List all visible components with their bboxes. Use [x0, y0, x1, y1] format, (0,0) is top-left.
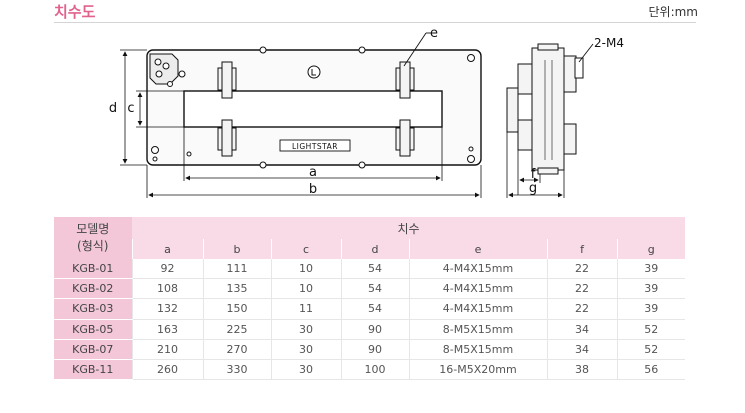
front-view — [146, 46, 482, 169]
model-cell: KGB-07 — [54, 339, 132, 360]
spec-table: 모델명 (형식) 치수 a b c d e f g KGB-01 92 111 … — [54, 217, 685, 381]
table-cell: 8-M5X15mm — [408, 339, 547, 360]
busbar-clamp — [217, 61, 415, 157]
table-row: KGB-03 132 150 11 54 4-M4X15mm 22 39 — [54, 298, 685, 320]
table-cell: 22 — [546, 298, 617, 320]
table-cell: 52 — [616, 339, 685, 360]
table-cell: 34 — [546, 339, 617, 360]
title-divider — [54, 22, 696, 23]
model-cell: KGB-02 — [54, 278, 132, 300]
table-cell: 39 — [616, 298, 685, 320]
table-cell: 54 — [340, 278, 409, 300]
table-row: KGB-11 260 330 30 100 16-M5X20mm 38 56 — [54, 359, 685, 381]
table-cell: 38 — [546, 359, 617, 381]
table-cell: 10 — [270, 278, 341, 300]
table-cell: 4-M4X15mm — [408, 298, 547, 320]
column-header: c — [270, 239, 341, 259]
column-header: f — [546, 239, 617, 259]
brand-plate — [279, 139, 351, 152]
table-cell: 30 — [270, 319, 341, 340]
column-header: a — [131, 239, 203, 259]
model-cell: KGB-01 — [54, 259, 132, 280]
table-cell: 54 — [340, 259, 409, 280]
table-cell: 4-M4X15mm — [408, 278, 547, 300]
column-header: b — [202, 239, 271, 259]
table-cell: 90 — [340, 319, 409, 340]
dimension-drawing: LIGHTSTAR e a b d c 2-M4 f g — [109, 26, 624, 198]
table-cell: 52 — [616, 319, 685, 340]
column-header: g — [616, 239, 685, 259]
table-cell: 4-M4X15mm — [408, 259, 547, 280]
column-header: d — [340, 239, 409, 259]
table-cell: 8-M5X15mm — [408, 319, 547, 340]
table-cell: 163 — [131, 319, 203, 340]
table-cell: 30 — [270, 359, 341, 381]
screw-label: 2-M4 — [594, 36, 624, 50]
logo-mark — [307, 65, 321, 79]
dim-label-b: b — [309, 182, 317, 197]
table-row: KGB-07 210 270 30 90 8-M5X15mm 34 52 — [54, 339, 685, 360]
table-cell: 30 — [270, 339, 341, 360]
table-row: KGB-01 92 111 10 54 4-M4X15mm 22 39 — [54, 259, 685, 280]
terminal-block — [149, 53, 179, 85]
table-cell: 330 — [202, 359, 271, 381]
table-cell: 111 — [202, 259, 271, 280]
table-cell: 22 — [546, 278, 617, 300]
dim-label-c: c — [127, 101, 134, 116]
table-cell: 150 — [202, 298, 271, 320]
table-cell: 225 — [202, 319, 271, 340]
dimension-header: 치수 — [132, 217, 685, 239]
unit-label: 단위:mm — [648, 5, 698, 19]
table-cell: 22 — [546, 259, 617, 280]
table-cell: 108 — [131, 278, 203, 300]
table-cell: 210 — [131, 339, 203, 360]
table-row: KGB-02 108 135 10 54 4-M4X15mm 22 39 — [54, 278, 685, 300]
brand-text: LIGHTSTAR — [292, 142, 338, 151]
table-cell: 270 — [202, 339, 271, 360]
table-cell: 90 — [340, 339, 409, 360]
table-row: KGB-05 163 225 30 90 8-M5X15mm 34 52 — [54, 319, 685, 340]
dim-label-d: d — [109, 101, 117, 116]
dim-label-g: g — [529, 181, 537, 196]
table-cell: 10 — [270, 259, 341, 280]
side-view — [506, 43, 584, 175]
table-cell: 39 — [616, 259, 685, 280]
dimension-lines — [120, 49, 482, 198]
mount-hole — [151, 46, 475, 169]
table-cell: 56 — [616, 359, 685, 381]
dim-label-e: e — [430, 26, 438, 41]
table-cell: 39 — [616, 278, 685, 300]
table-cell: 54 — [340, 298, 409, 320]
table-cell: 92 — [131, 259, 203, 280]
section-title: 치수도 — [54, 3, 96, 21]
model-cell: KGB-05 — [54, 319, 132, 340]
dim-label-f: f — [531, 167, 536, 182]
model-cell: KGB-03 — [54, 298, 132, 320]
model-cell: KGB-11 — [54, 359, 132, 381]
table-cell: 16-M5X20mm — [408, 359, 547, 381]
column-header: e — [408, 239, 547, 259]
model-header: 모델명 (형식) — [54, 217, 132, 259]
table-cell: 100 — [340, 359, 409, 381]
table-cell: 260 — [131, 359, 203, 381]
dim-label-a: a — [309, 165, 317, 180]
table-cell: 135 — [202, 278, 271, 300]
table-cell: 132 — [131, 298, 203, 320]
table-cell: 11 — [270, 298, 341, 320]
table-cell: 34 — [546, 319, 617, 340]
